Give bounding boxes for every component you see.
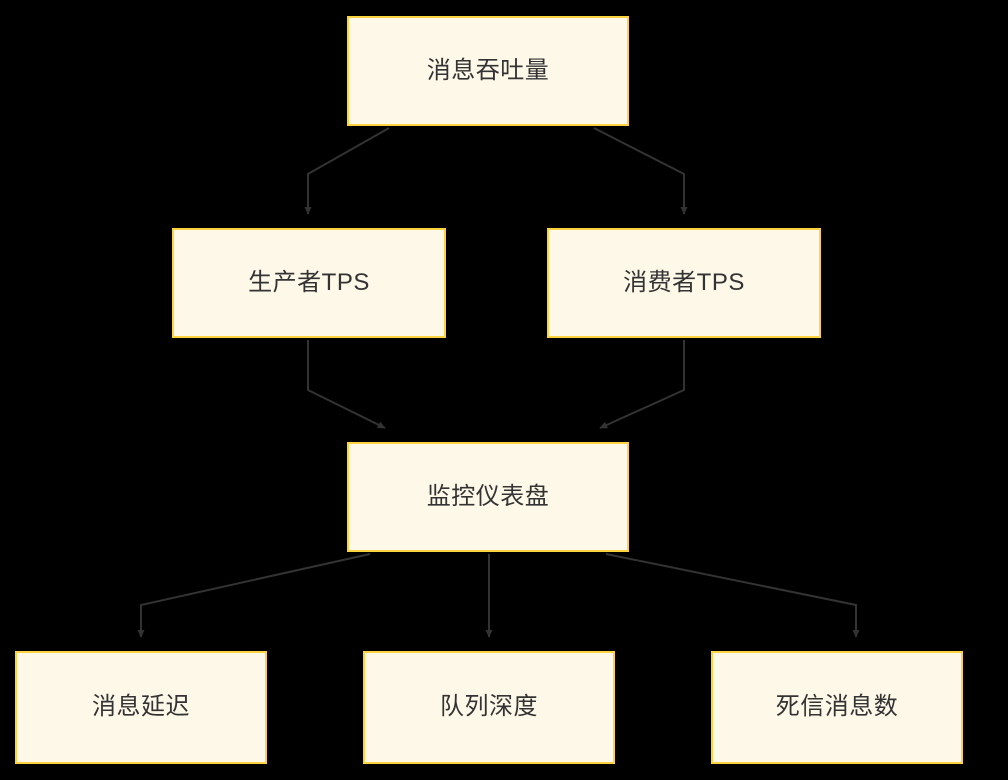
node-label: 队列深度	[440, 693, 538, 721]
edge-dashboard-to-dead-letter	[605, 553, 860, 638]
node-message-throughput[interactable]: 消息吞吐量	[347, 16, 629, 126]
edge-dashboard-to-latency	[137, 553, 371, 638]
node-producer-tps[interactable]: 生产者TPS	[172, 228, 446, 338]
node-label: 消息吞吐量	[426, 56, 550, 84]
node-label: 生产者TPS	[248, 268, 370, 296]
node-label: 监控仪表盘	[426, 482, 550, 510]
node-label: 消息延迟	[92, 693, 190, 721]
node-label: 死信消息数	[775, 693, 899, 721]
edge-throughput-to-producer-tps	[304, 127, 390, 215]
node-monitoring-dashboard[interactable]: 监控仪表盘	[347, 442, 629, 552]
edge-producer-tps-to-dashboard	[307, 340, 386, 429]
node-queue-depth[interactable]: 队列深度	[363, 651, 615, 764]
edge-consumer-tps-to-dashboard	[599, 340, 685, 429]
node-message-latency[interactable]: 消息延迟	[15, 651, 267, 764]
node-label: 消费者TPS	[623, 268, 745, 296]
edge-throughput-to-consumer-tps	[593, 127, 688, 215]
node-dead-letter-count[interactable]: 死信消息数	[711, 651, 963, 764]
node-consumer-tps[interactable]: 消费者TPS	[547, 228, 821, 338]
